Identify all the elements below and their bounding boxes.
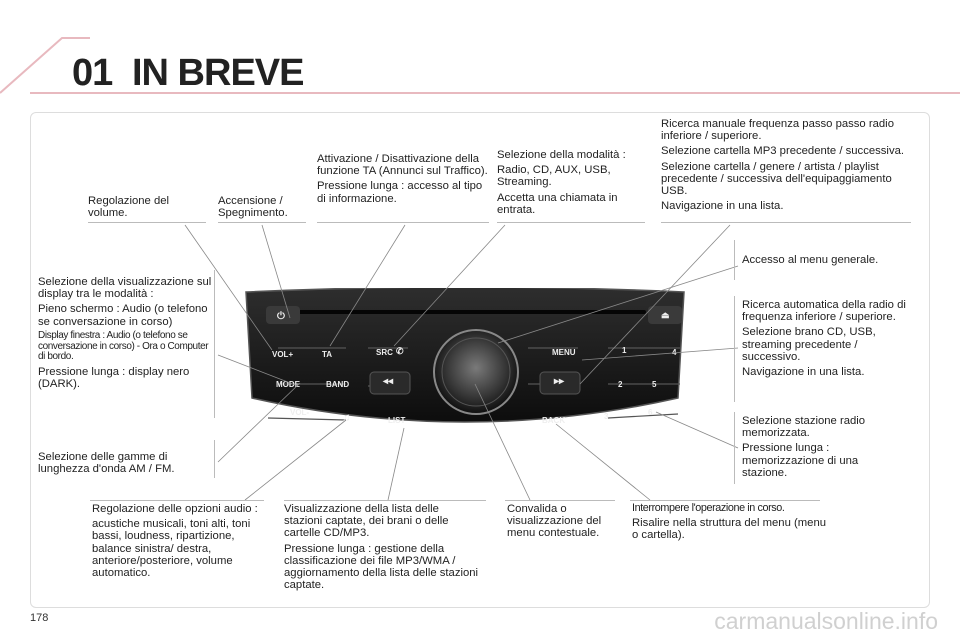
callout-back: Interrompere l'operazione in corso. Risa… [632, 502, 827, 541]
menu-label[interactable]: MENU [552, 348, 576, 357]
callout-auto-search: Ricerca automatica della radio di freque… [742, 299, 906, 379]
rule [505, 500, 615, 501]
rule [88, 222, 206, 223]
rule [214, 270, 215, 418]
phone-icon: ✆ [396, 346, 404, 356]
power-button[interactable] [266, 306, 300, 324]
header-rule [30, 92, 960, 94]
eject-icon: ⏏ [661, 310, 670, 320]
seek-back-button[interactable] [369, 371, 411, 395]
callout-list: Visualizzazione della lista delle stazio… [284, 503, 479, 592]
callout-volume: Regolazione del volume. [88, 195, 170, 220]
rule [218, 222, 306, 223]
callout-mode-select: Selezione della modalità : Radio, CD, AU… [497, 149, 626, 216]
ta-label[interactable]: TA [322, 350, 333, 359]
preset-2[interactable]: 2 [618, 380, 623, 389]
callout-display: Selezione della visualizzazione sul disp… [38, 276, 212, 391]
preset-6[interactable]: 6 [648, 408, 653, 417]
watermark: carmanualsonline.info [714, 608, 938, 634]
preset-5[interactable]: 5 [652, 380, 657, 389]
page-number: 178 [30, 612, 49, 624]
callout-audio-options: Regolazione delle opzioni audio : acusti… [92, 503, 258, 580]
band-label[interactable]: BAND [326, 380, 350, 389]
forward-icon: ▸▸ [554, 376, 565, 387]
chapter-title: IN BREVE [132, 52, 304, 94]
callout-ta: Attivazione / Disattivazione della funzi… [317, 153, 488, 205]
rule [284, 500, 486, 501]
chapter-corner-decoration [0, 37, 90, 94]
chapter-number: 01 [72, 52, 113, 94]
callout-confirm: Convalida o visualizzazione del menu con… [507, 503, 602, 540]
callout-power: Accensione / Spegnimento. [218, 195, 288, 220]
rotary-knob[interactable] [433, 329, 519, 415]
eject-button[interactable] [648, 306, 682, 324]
rule [734, 412, 735, 484]
power-icon: ⏻ [277, 311, 285, 322]
rule [661, 222, 911, 223]
callout-general-menu: Accesso al menu generale. [742, 254, 879, 266]
rule [214, 440, 215, 478]
rule [734, 240, 735, 280]
music-icon: ♫ [342, 412, 351, 424]
vol-down-label[interactable]: VOL- [290, 408, 310, 417]
seek-forward-button[interactable] [539, 371, 581, 395]
rule [630, 500, 820, 501]
rule [317, 222, 489, 223]
vol-up-label[interactable]: VOL+ [272, 350, 294, 359]
src-label[interactable]: SRC [376, 348, 393, 357]
list-label[interactable]: LIST [388, 416, 406, 425]
callout-presets: Selezione stazione radio memorizzata. Pr… [742, 415, 866, 479]
preset-3[interactable]: 3 [604, 412, 609, 421]
callout-manual-search: Ricerca manuale frequenza passo passo ra… [661, 118, 905, 213]
rewind-icon: ◂◂ [383, 376, 394, 387]
preset-1[interactable]: 1 [622, 346, 627, 355]
preset-4[interactable]: 4 [672, 348, 677, 357]
content-frame [30, 112, 930, 608]
mode-label[interactable]: MODE [276, 380, 300, 389]
rule [497, 222, 645, 223]
rule [90, 500, 264, 501]
callout-band: Selezione delle gamme di lunghezza d'ond… [38, 451, 175, 476]
rule [734, 296, 735, 402]
radio-panel [245, 288, 685, 423]
back-label[interactable]: BACK [542, 416, 566, 425]
